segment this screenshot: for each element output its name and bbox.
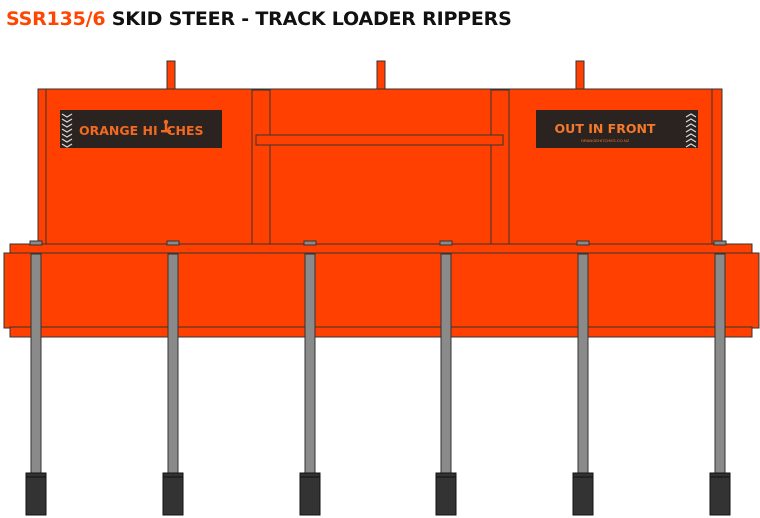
ripper-shank <box>435 240 457 516</box>
shank-tip <box>299 472 321 516</box>
hitch-pin-icon <box>161 119 171 133</box>
tool-bar-beam <box>3 252 760 329</box>
shank-bar <box>167 253 179 477</box>
top-lug-left <box>166 60 176 92</box>
frame-post-left <box>251 89 271 248</box>
shank-tip <box>162 472 184 516</box>
page-title: SSR135/6 SKID STEER - TRACK LOADER RIPPE… <box>6 8 512 30</box>
shank-tip <box>435 472 457 516</box>
shank-bar <box>440 253 452 477</box>
shank-bar <box>714 253 726 477</box>
shank-group <box>25 240 731 516</box>
out-in-front-decal: OUT IN FRONT ORANGEHITCHES.CO.NZ <box>536 110 698 148</box>
shank-cap <box>303 240 317 246</box>
shank-cap <box>576 240 590 246</box>
product-description: SKID STEER - TRACK LOADER RIPPERS <box>105 8 512 30</box>
ripper-shank <box>572 240 594 516</box>
shank-cap <box>439 240 453 246</box>
shank-bar <box>304 253 316 477</box>
shank-cap <box>29 240 43 246</box>
shank-bar <box>577 253 589 477</box>
shank-tip <box>709 472 731 516</box>
shank-cap <box>713 240 727 246</box>
model-number: SSR135/6 <box>6 8 106 30</box>
top-lug-right <box>575 60 585 92</box>
ripper-shank <box>709 240 731 516</box>
frame-crossbar <box>255 134 504 146</box>
beam-bottom-flange <box>9 326 753 338</box>
shank-tip <box>572 472 594 516</box>
shank-bar <box>30 253 42 477</box>
orange-hitches-decal: ORANGE HI CHES <box>60 110 222 148</box>
decal-left-text: ORANGE HI CHES <box>79 123 204 138</box>
chevron-decal-icon <box>61 113 73 148</box>
ripper-shank <box>162 240 184 516</box>
frame-post-right <box>490 89 510 248</box>
shank-cap <box>166 240 180 246</box>
decal-right-text: OUT IN FRONT <box>555 121 656 136</box>
decal-right-url: ORANGEHITCHES.CO.NZ <box>581 138 630 143</box>
shank-tip <box>25 472 47 516</box>
chevron-decal-icon <box>685 113 697 148</box>
top-lug-center <box>376 60 386 92</box>
ripper-shank <box>299 240 321 516</box>
ripper-shank <box>25 240 47 516</box>
